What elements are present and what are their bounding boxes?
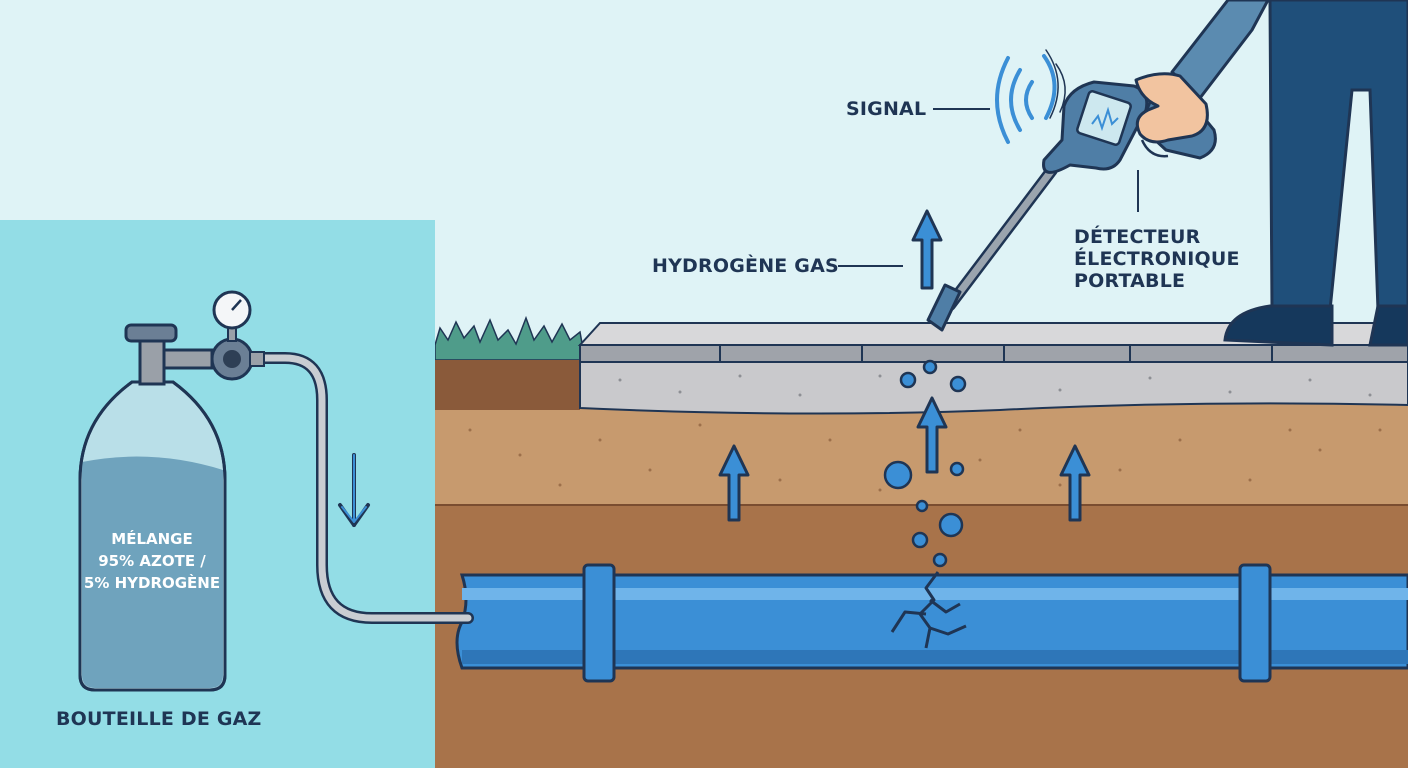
signal-waves (995, 54, 1057, 144)
gas-arrow-left (718, 444, 750, 522)
signal-label: SIGNAL (846, 98, 927, 120)
pipe-coupling-left (582, 563, 616, 683)
concrete-aggregate (618, 374, 1372, 397)
mixture-line-3: 5% HYDROGÈNE (83, 574, 221, 592)
detector-screen (1076, 90, 1132, 146)
gas-bottle (78, 290, 265, 692)
top-soil-band (435, 360, 580, 410)
detector-label-line-2: ÉLECTRONIQUE (1074, 248, 1240, 270)
gas-arrow-air (911, 209, 943, 290)
soil-speckles (468, 423, 1382, 492)
gas-arrow-center (916, 396, 948, 474)
hydrogen-gas-label: HYDROGÈNE GAS (652, 255, 839, 277)
gas-hose-inner (248, 354, 472, 622)
concrete-slab (579, 361, 1408, 415)
gas-arrow-right (1059, 444, 1091, 522)
detector-label: DÉTECTEUR ÉLECTRONIQUE PORTABLE (1074, 226, 1240, 292)
paving-stones (579, 344, 1408, 363)
mixture-line-1: MÉLANGE (111, 530, 193, 548)
signal-wave-outline (1045, 49, 1066, 119)
pipe-crack (890, 571, 967, 649)
person (1170, 0, 1408, 347)
detector-label-line-3: PORTABLE (1074, 270, 1186, 292)
grass (434, 315, 586, 361)
mixture-line-2: 95% AZOTE / (98, 552, 206, 570)
down-arrow-fill (341, 454, 367, 523)
pipe-coupling-right (1238, 563, 1272, 683)
mixture-label: MÉLANGE 95% AZOTE / 5% HYDROGÈNE (82, 528, 222, 594)
water-pipe (455, 563, 1408, 683)
detector-label-line-1: DÉTECTEUR (1074, 226, 1201, 248)
electronic-detector (926, 72, 1217, 332)
paving-joints (719, 345, 1273, 362)
gas-bubbles (883, 359, 967, 568)
bottle-label: BOUTEILLE DE GAZ (56, 708, 262, 730)
